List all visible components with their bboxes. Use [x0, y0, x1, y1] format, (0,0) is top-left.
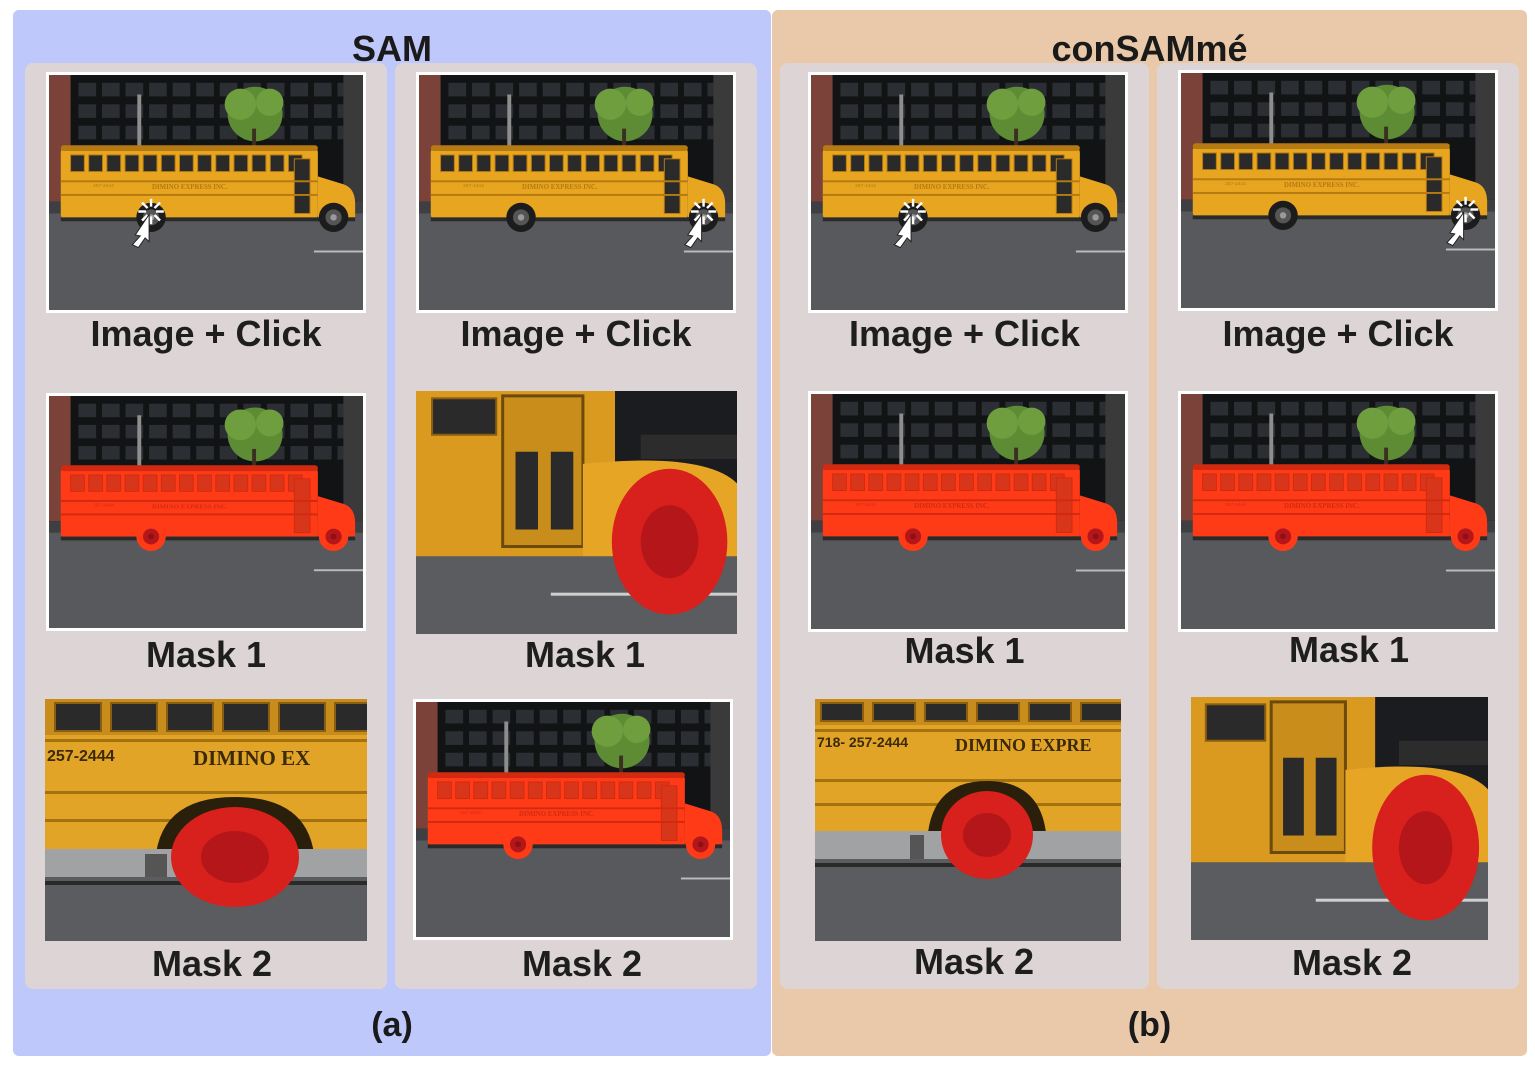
thumbnail-image: DIMINO EXPRESS INC. 257-2444 [46, 72, 366, 313]
bus-photo-full: DIMINO EXPRESS INC. 257-2444 [811, 75, 1125, 310]
svg-text:DIMINO EXPRESS INC.: DIMINO EXPRESS INC. [1284, 503, 1360, 510]
image-label: Mask 2 [521, 943, 643, 984]
bus-photo-full-mask-bus: DIMINO EXPRESS INC. 257-2444 [416, 702, 730, 937]
consamme-column-1: DIMINO EXPRESS INC. 257-2444 Image + Cli… [780, 63, 1149, 989]
svg-text:DIMINO EXPRESS INC.: DIMINO EXPRESS INC. [519, 811, 595, 818]
thumbnail-image: DIMINO EXPRESS INC. 257-2444 [46, 393, 366, 631]
image-label: Mask 2 [1291, 942, 1413, 983]
sam-column-1: DIMINO EXPRESS INC. 257-2444 Image + Cli… [25, 63, 387, 989]
svg-text:DIMINO EXPRESS INC.: DIMINO EXPRESS INC. [152, 184, 228, 191]
image-label: Mask 2 [151, 943, 273, 984]
thumbnail-image [416, 391, 737, 634]
image-label: Image + Click [460, 313, 692, 354]
svg-text:DIMINO EXPRESS INC.: DIMINO EXPRESS INC. [1284, 182, 1360, 189]
svg-text:257-2444: 257-2444 [1225, 502, 1246, 508]
svg-text:257-2444: 257-2444 [855, 183, 876, 189]
panel-sam: SAM DIMINO EXPRESS INC. 257-2444 Image +… [13, 10, 771, 1056]
svg-text:DIMINO EXPRESS INC.: DIMINO EXPRESS INC. [914, 503, 990, 510]
thumbnail-image: DIMINO EXPRESS INC. 257-2444 [808, 391, 1128, 632]
svg-text:257-2444: 257-2444 [463, 183, 484, 189]
thumbnail-image: DIMINO EXPRESS INC. 257-2444 [808, 72, 1128, 313]
image-label: Mask 1 [904, 630, 1025, 671]
svg-text:DIMINO EXPRESS INC.: DIMINO EXPRESS INC. [152, 504, 228, 511]
svg-text:257-2444: 257-2444 [93, 183, 114, 189]
image-label: Mask 1 [524, 634, 646, 675]
panel-consamme: conSAMmé DIMINO EXPRESS INC. 257-2444 Im… [772, 10, 1527, 1056]
click-cursor-icon [131, 198, 164, 249]
svg-text:718- 257-2444: 718- 257-2444 [817, 734, 908, 750]
thumbnail-image: 718- 257-2444 DIMINO EXPRE [815, 699, 1121, 941]
image-label: Image + Click [1222, 313, 1454, 354]
bus-photo-full: DIMINO EXPRESS INC. 257-2444 [1181, 73, 1495, 308]
panel-caption-b: (b) [1127, 1006, 1172, 1044]
thumbnail-image [1191, 697, 1488, 940]
click-cursor-icon [1446, 196, 1479, 247]
image-label: Image + Click [848, 313, 1081, 354]
panel-caption-a: (a) [371, 1006, 413, 1044]
bus-photo-zoom-rear-wheel-mask-wheel [1191, 697, 1488, 940]
svg-text:DIMINO EXPRE: DIMINO EXPRE [955, 735, 1092, 755]
bus-photo-full: DIMINO EXPRESS INC. 257-2444 [419, 75, 733, 310]
image-label: Mask 2 [913, 941, 1035, 982]
image-label: Image + Click [90, 313, 322, 354]
svg-text:257-2444: 257-2444 [460, 810, 481, 816]
consamme-column-2: DIMINO EXPRESS INC. 257-2444 Image + Cli… [1157, 63, 1519, 989]
bus-photo-full-mask-bus: DIMINO EXPRESS INC. 257-2444 [1181, 394, 1495, 629]
thumbnail-image: DIMINO EXPRESS INC. 257-2444 [1178, 70, 1498, 311]
bus-photo-zoom-front-wheel-mask-wheel: 257-2444 DIMINO EX [45, 699, 367, 941]
bus-photo-full-mask-bus: DIMINO EXPRESS INC. 257-2444 [811, 394, 1125, 629]
thumbnail-image: 257-2444 DIMINO EX [45, 699, 367, 941]
svg-text:DIMINO EXPRESS INC.: DIMINO EXPRESS INC. [522, 184, 598, 191]
svg-text:257-2444: 257-2444 [855, 502, 876, 508]
click-cursor-icon [893, 198, 926, 249]
panel-title-consamme: conSAMmé [1051, 28, 1248, 69]
thumbnail-image: DIMINO EXPRESS INC. 257-2444 [416, 72, 736, 313]
svg-text:DIMINO EX: DIMINO EX [193, 746, 310, 770]
bus-photo-full-mask-bus: DIMINO EXPRESS INC. 257-2444 [49, 396, 363, 628]
sam-column-2: DIMINO EXPRESS INC. 257-2444 Image + Cli… [395, 63, 757, 989]
bus-photo-zoom-rear-wheel-mask-wheel [416, 391, 737, 634]
bus-photo-zoom-front-wheel-mask-wheel: 718- 257-2444 DIMINO EXPRE [815, 699, 1121, 941]
thumbnail-image: DIMINO EXPRESS INC. 257-2444 [413, 699, 733, 940]
bus-photo-full: DIMINO EXPRESS INC. 257-2444 [49, 75, 363, 310]
image-label: Mask 1 [145, 634, 267, 675]
image-label: Mask 1 [1288, 629, 1410, 670]
svg-text:257-2444: 257-2444 [93, 503, 114, 509]
panel-title-sam: SAM [352, 28, 432, 69]
svg-text:257-2444: 257-2444 [1225, 181, 1246, 187]
svg-text:257-2444: 257-2444 [47, 748, 115, 765]
click-cursor-icon [684, 198, 717, 249]
thumbnail-image: DIMINO EXPRESS INC. 257-2444 [1178, 391, 1498, 632]
svg-text:DIMINO EXPRESS INC.: DIMINO EXPRESS INC. [914, 184, 990, 191]
